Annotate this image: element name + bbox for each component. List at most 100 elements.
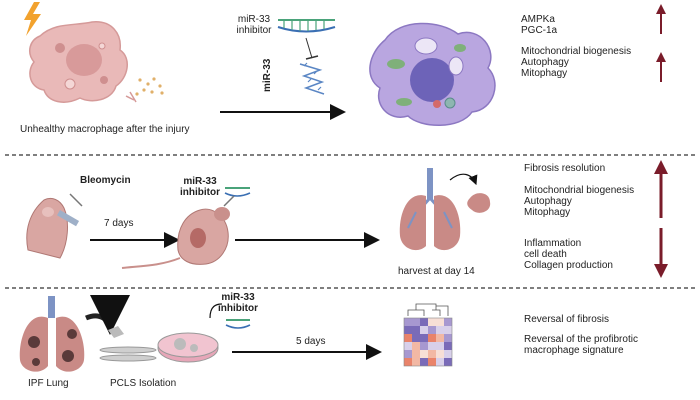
result-signature-reversal: Reversal of the profibrotic macrophage s…	[524, 334, 638, 356]
heatmap-cell	[420, 318, 428, 326]
downregulated-item-inflammation: Inflammation	[524, 238, 582, 249]
heatmap-cell	[428, 318, 436, 326]
heatmap-cell	[420, 326, 428, 334]
upregulated-item-mito-biogenesis: Mitochondrial biogenesis	[521, 46, 632, 57]
heatmap-cell	[420, 358, 428, 366]
heatmap-cell	[428, 326, 436, 334]
heatmap-cell	[444, 342, 452, 350]
upregulated-item-mitophagy-2: Mitophagy	[524, 207, 571, 218]
heatmap-cell	[404, 342, 412, 350]
heatmap-cell	[444, 334, 452, 342]
heatmap-icon	[403, 303, 453, 367]
inhibitor-label-3-line2: inhibitor	[218, 303, 258, 314]
heatmap-dendrogram	[407, 303, 449, 316]
mouse-treated-icon	[121, 195, 235, 269]
inhibitor-label-1-line2: inhibitor	[236, 25, 272, 36]
macrophage-caption: Unhealthy macrophage after the injury	[20, 124, 190, 135]
heatmap-cell	[420, 334, 428, 342]
heatmap-cell	[412, 318, 420, 326]
down-arrow-long	[654, 228, 668, 278]
result-signature-line1: Reversal of the profibrotic	[524, 334, 638, 345]
heatmap-cell	[436, 318, 444, 326]
heatmap-cell	[412, 358, 420, 366]
heatmap-cell	[428, 342, 436, 350]
mir33-strand-icon	[299, 62, 325, 95]
heatmap-frame	[403, 317, 453, 367]
bleomycin-label: Bleomycin	[80, 175, 131, 186]
heatmap-cell	[444, 326, 452, 334]
ipf-lung-icon	[19, 296, 85, 372]
inhibitor-arrow	[209, 303, 223, 319]
heatmap-cell	[436, 326, 444, 334]
heatmap-cell	[436, 358, 444, 366]
lung-icon	[399, 168, 461, 251]
heatmap-cell	[428, 358, 436, 366]
heatmap-cell	[444, 358, 452, 366]
heatmap-cell	[412, 326, 420, 334]
result-signature-line2: macrophage signature	[524, 345, 624, 356]
heatmap-cell	[444, 318, 452, 326]
heatmap-cell	[436, 350, 444, 358]
days-5-label: 5 days	[296, 336, 326, 347]
upregulated-group-1: AMPKa PGC-1a	[521, 14, 557, 36]
inhibitor-label-2-line2: inhibitor	[180, 187, 220, 198]
harvest-label: harvest at day 14	[398, 266, 475, 277]
upregulated-item-mitophagy: Mitophagy	[521, 68, 568, 79]
pcls-arrow	[85, 294, 130, 335]
heatmap-cell	[436, 334, 444, 342]
heatmap-cell	[428, 334, 436, 342]
lung-tissue-icon	[467, 193, 491, 213]
lightning-icon	[24, 2, 41, 36]
downregulated-group: Inflammation cell death Collagen product…	[524, 238, 613, 271]
heatmap-cell	[428, 350, 436, 358]
heatmap-cell	[444, 350, 452, 358]
pcls-slices-icon	[99, 326, 157, 362]
heatmap-cell	[404, 350, 412, 358]
up-arrow-1	[656, 4, 666, 34]
injured-macrophage-icon	[29, 21, 164, 103]
heatmap-cell	[420, 350, 428, 358]
pcls-label: PCLS Isolation	[110, 378, 177, 389]
mir33-label: miR-33	[262, 58, 273, 92]
petri-dish-icon	[157, 332, 219, 363]
heatmap-cell	[412, 334, 420, 342]
mouse-injection-icon	[26, 193, 83, 259]
inhibitor-label-2: miR-33 inhibitor	[170, 176, 230, 198]
rna-icon	[277, 19, 336, 33]
heatmap-cell	[404, 334, 412, 342]
downregulated-item-cell-death: cell death	[524, 249, 567, 260]
upregulated-item-mito-biogenesis-2: Mitochondrial biogenesis	[524, 185, 635, 196]
heatmap-cell	[404, 358, 412, 366]
inhibitor-label-2-line1: miR-33	[183, 176, 217, 187]
inhibitor-label-3-line1: miR-33	[221, 292, 255, 303]
downregulated-item-collagen: Collagen production	[524, 260, 613, 271]
rna-icon	[224, 187, 251, 197]
upregulated-group-3: Mitochondrial biogenesis Autophagy Mitop…	[524, 185, 634, 218]
heatmap-cell	[420, 342, 428, 350]
upregulated-group-2: Mitochondrial biogenesis Autophagy Mitop…	[521, 46, 631, 79]
inhibition-line	[305, 37, 319, 60]
ipf-lung-label: IPF Lung	[28, 378, 69, 389]
heatmap-cell	[412, 350, 420, 358]
upregulated-item-ampk: AMPKa	[521, 14, 555, 25]
upregulated-item-autophagy-2: Autophagy	[524, 196, 572, 207]
fibrosis-resolution-label: Fibrosis resolution	[524, 163, 606, 174]
upregulated-item-pgc1a: PGC-1a	[521, 25, 558, 36]
heatmap-cell	[404, 326, 412, 334]
inhibitor-label-1-line1: miR-33	[237, 14, 271, 25]
heatmap-cell	[404, 318, 412, 326]
rna-icon	[225, 319, 251, 329]
upregulated-item-autophagy: Autophagy	[521, 57, 569, 68]
lung-sample-arrow	[449, 173, 478, 186]
heatmap-cell	[412, 342, 420, 350]
up-arrow-2	[656, 52, 666, 82]
macrophage-icon	[369, 22, 496, 126]
heatmap-cell	[436, 342, 444, 350]
inhibitor-label-3: miR-33 inhibitor	[208, 292, 268, 314]
days-7-label: 7 days	[104, 218, 134, 229]
inhibitor-label-1: miR-33 inhibitor	[224, 14, 284, 36]
up-arrow-long	[654, 160, 668, 218]
result-fibrosis-reversal: Reversal of fibrosis	[524, 314, 610, 325]
